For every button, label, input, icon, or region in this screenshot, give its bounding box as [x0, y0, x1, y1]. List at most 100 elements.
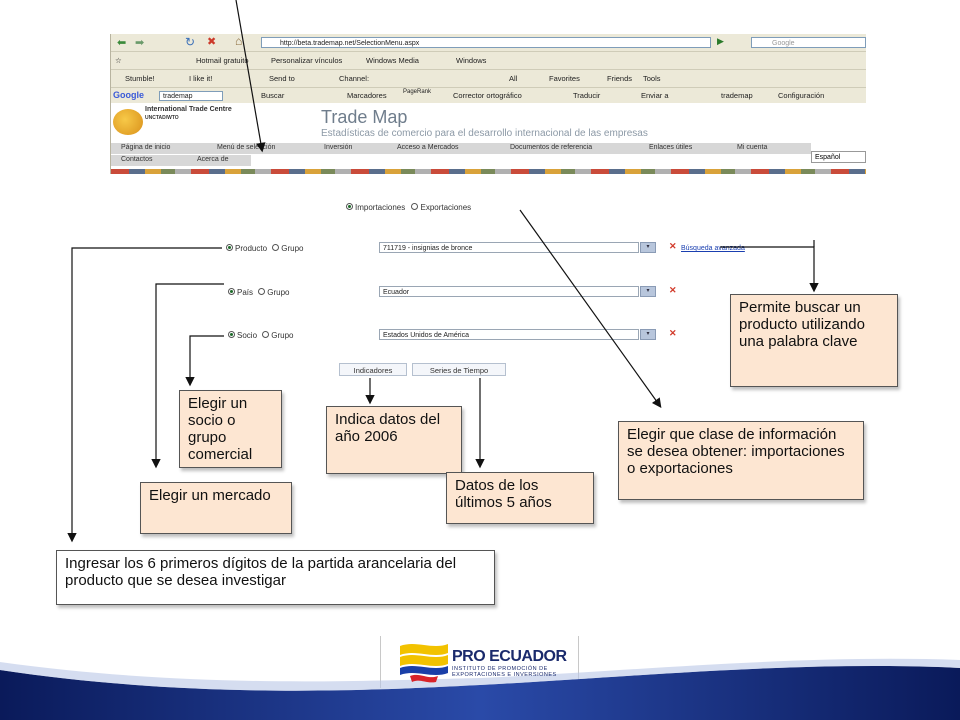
- trade-type-options: Importaciones Exportaciones: [346, 203, 471, 212]
- site-nav-row2: Contactos Acerca de: [111, 155, 251, 166]
- pro-ecuador-flag-icon: [400, 644, 448, 683]
- itc-org-name: International Trade Centre UNCTAD/WTO: [145, 106, 232, 122]
- send-to-button[interactable]: Send to: [269, 74, 295, 83]
- radio-pais-icon[interactable]: [228, 288, 235, 296]
- home-icon[interactable]: ⌂: [235, 34, 243, 48]
- radio-pais-grupo-icon[interactable]: [258, 288, 266, 296]
- logo-main-text: PRO ECUADOR: [452, 648, 567, 665]
- logo-sub-text-2: EXPORTACIONES E INVERSIONES: [452, 672, 557, 678]
- socio-grupo-label[interactable]: Grupo: [271, 331, 294, 340]
- nav-inicio[interactable]: Página de inicio: [121, 144, 171, 151]
- itc-globe-logo: [113, 109, 143, 135]
- socio-label[interactable]: Socio: [237, 331, 258, 340]
- series-tiempo-button[interactable]: Series de Tiempo: [412, 363, 506, 376]
- radio-socio-icon[interactable]: [228, 331, 235, 339]
- config-button[interactable]: Configuración: [778, 91, 825, 100]
- callout-clase: Elegir que clase de información se desea…: [618, 421, 864, 500]
- callout-indica: Indica datos del año 2006: [326, 406, 462, 474]
- radio-producto-grupo-icon[interactable]: [272, 244, 280, 252]
- friends-button[interactable]: Friends: [607, 74, 633, 83]
- nav-acerca[interactable]: Acerca de: [197, 156, 229, 163]
- trademap-bookmark[interactable]: trademap: [721, 91, 753, 100]
- traducir-button[interactable]: Traducir: [573, 91, 601, 100]
- site-nav: Página de inicio Menú de selección Inver…: [111, 143, 811, 154]
- browser-screenshot: ⬅ ➡ ↻ ✖ ⌂ http://beta.trademap.net/Selec…: [110, 34, 866, 174]
- arrow-socio: [185, 335, 224, 387]
- google-search-box[interactable]: Google: [751, 37, 866, 48]
- buscar-button[interactable]: Buscar: [261, 91, 285, 100]
- socio-select[interactable]: Estados Unidos de América: [379, 329, 639, 340]
- producto-grupo-label[interactable]: Grupo: [281, 244, 304, 253]
- producto-select[interactable]: 711719 - insignias de bronce: [379, 242, 639, 253]
- channel-label: Channel:: [339, 74, 370, 83]
- link-personalizar[interactable]: Personalizar vínculos: [271, 56, 343, 65]
- arrow-busqueda: [720, 246, 819, 293]
- pais-select[interactable]: Ecuador: [379, 286, 639, 297]
- address-bar-row: ⬅ ➡ ↻ ✖ ⌂ http://beta.trademap.net/Selec…: [111, 34, 866, 52]
- exportaciones-label[interactable]: Exportaciones: [420, 203, 472, 212]
- logo-divider-right: [578, 636, 579, 688]
- busqueda-avanzada-link[interactable]: Búsqueda avanzada: [681, 245, 745, 252]
- itc-org-label: International Trade Centre: [145, 106, 232, 113]
- callout-buscar: Permite buscar un producto utilizando un…: [730, 294, 898, 387]
- arrow-pais: [151, 283, 224, 469]
- ilike-button[interactable]: I like it!: [189, 74, 213, 83]
- pais-clear-icon[interactable]: ✕: [669, 285, 677, 295]
- link-hotmail[interactable]: Hotmail gratuito: [196, 56, 249, 65]
- tools-button[interactable]: Tools: [643, 74, 661, 83]
- corrector-button[interactable]: Corrector ortográfico: [453, 91, 522, 100]
- link-windows-media[interactable]: Windows Media: [366, 56, 419, 65]
- url-field[interactable]: http://beta.trademap.net/SelectionMenu.a…: [261, 37, 711, 48]
- producto-label[interactable]: Producto: [235, 244, 268, 253]
- pais-dropdown-icon[interactable]: ▾: [640, 286, 656, 297]
- back-icon[interactable]: ⬅: [117, 37, 127, 49]
- favorites-icon[interactable]: ☆: [115, 56, 122, 65]
- go-icon[interactable]: ▶: [717, 36, 724, 46]
- arrow-menu-seleccion: [235, 0, 266, 153]
- trademap-site-header: International Trade Centre UNCTAD/WTO Tr…: [111, 103, 866, 174]
- nav-acceso[interactable]: Acceso a Mercados: [397, 144, 459, 151]
- google-logo: Google: [113, 90, 144, 100]
- callout-series: Datos de los últimos 5 años: [446, 472, 594, 524]
- radio-producto-icon[interactable]: [226, 244, 233, 252]
- nav-cuenta[interactable]: Mi cuenta: [737, 144, 768, 151]
- importaciones-label[interactable]: Importaciones: [355, 203, 406, 212]
- socio-clear-icon[interactable]: ✕: [669, 328, 677, 338]
- callout-socio: Elegir un socio o grupo comercial: [179, 390, 282, 468]
- logo-divider-left: [380, 636, 381, 688]
- socio-dropdown-icon[interactable]: ▾: [640, 329, 656, 340]
- links-bar: ☆ Hotmail gratuito Personalizar vínculos…: [111, 52, 866, 70]
- stop-icon[interactable]: ✖: [207, 36, 217, 48]
- enviar-button[interactable]: Enviar a: [641, 91, 669, 100]
- arrow-trade-type: [519, 209, 662, 408]
- refresh-icon[interactable]: ↻: [185, 35, 196, 49]
- stumble-toolbar: Stumble! I like it! Send to Channel: All…: [111, 70, 866, 88]
- nav-contactos[interactable]: Contactos: [121, 156, 153, 163]
- footer-wave: [0, 658, 960, 720]
- radio-importaciones-icon[interactable]: [346, 203, 353, 211]
- favorites-button[interactable]: Favorites: [549, 74, 580, 83]
- indicadores-button[interactable]: Indicadores: [339, 363, 407, 376]
- socio-options: Socio Grupo: [228, 331, 293, 340]
- producto-clear-icon[interactable]: ✕: [669, 241, 677, 251]
- nav-inversion[interactable]: Inversión: [324, 144, 353, 151]
- forward-icon[interactable]: ➡: [135, 37, 145, 49]
- nav-seleccion[interactable]: Menú de selección: [217, 144, 276, 151]
- pais-grupo-label[interactable]: Grupo: [267, 288, 290, 297]
- marcadores-button[interactable]: Marcadores: [347, 91, 387, 100]
- stumble-button[interactable]: Stumble!: [125, 74, 155, 83]
- radio-socio-grupo-icon[interactable]: [262, 331, 270, 339]
- google-toolbar-field[interactable]: trademap: [159, 91, 223, 101]
- all-button[interactable]: All: [509, 74, 518, 83]
- nav-enlaces[interactable]: Enlaces útiles: [649, 144, 693, 151]
- callout-mercado: Elegir un mercado: [140, 482, 292, 534]
- pais-label[interactable]: País: [237, 288, 254, 297]
- nav-documentos[interactable]: Documentos de referencia: [510, 144, 593, 151]
- link-windows[interactable]: Windows: [456, 56, 487, 65]
- pais-options: País Grupo: [228, 288, 289, 297]
- arrow-producto: [67, 247, 222, 543]
- producto-dropdown-icon[interactable]: ▾: [640, 242, 656, 253]
- site-title: Trade Map: [321, 107, 408, 127]
- language-select[interactable]: Español: [811, 151, 866, 163]
